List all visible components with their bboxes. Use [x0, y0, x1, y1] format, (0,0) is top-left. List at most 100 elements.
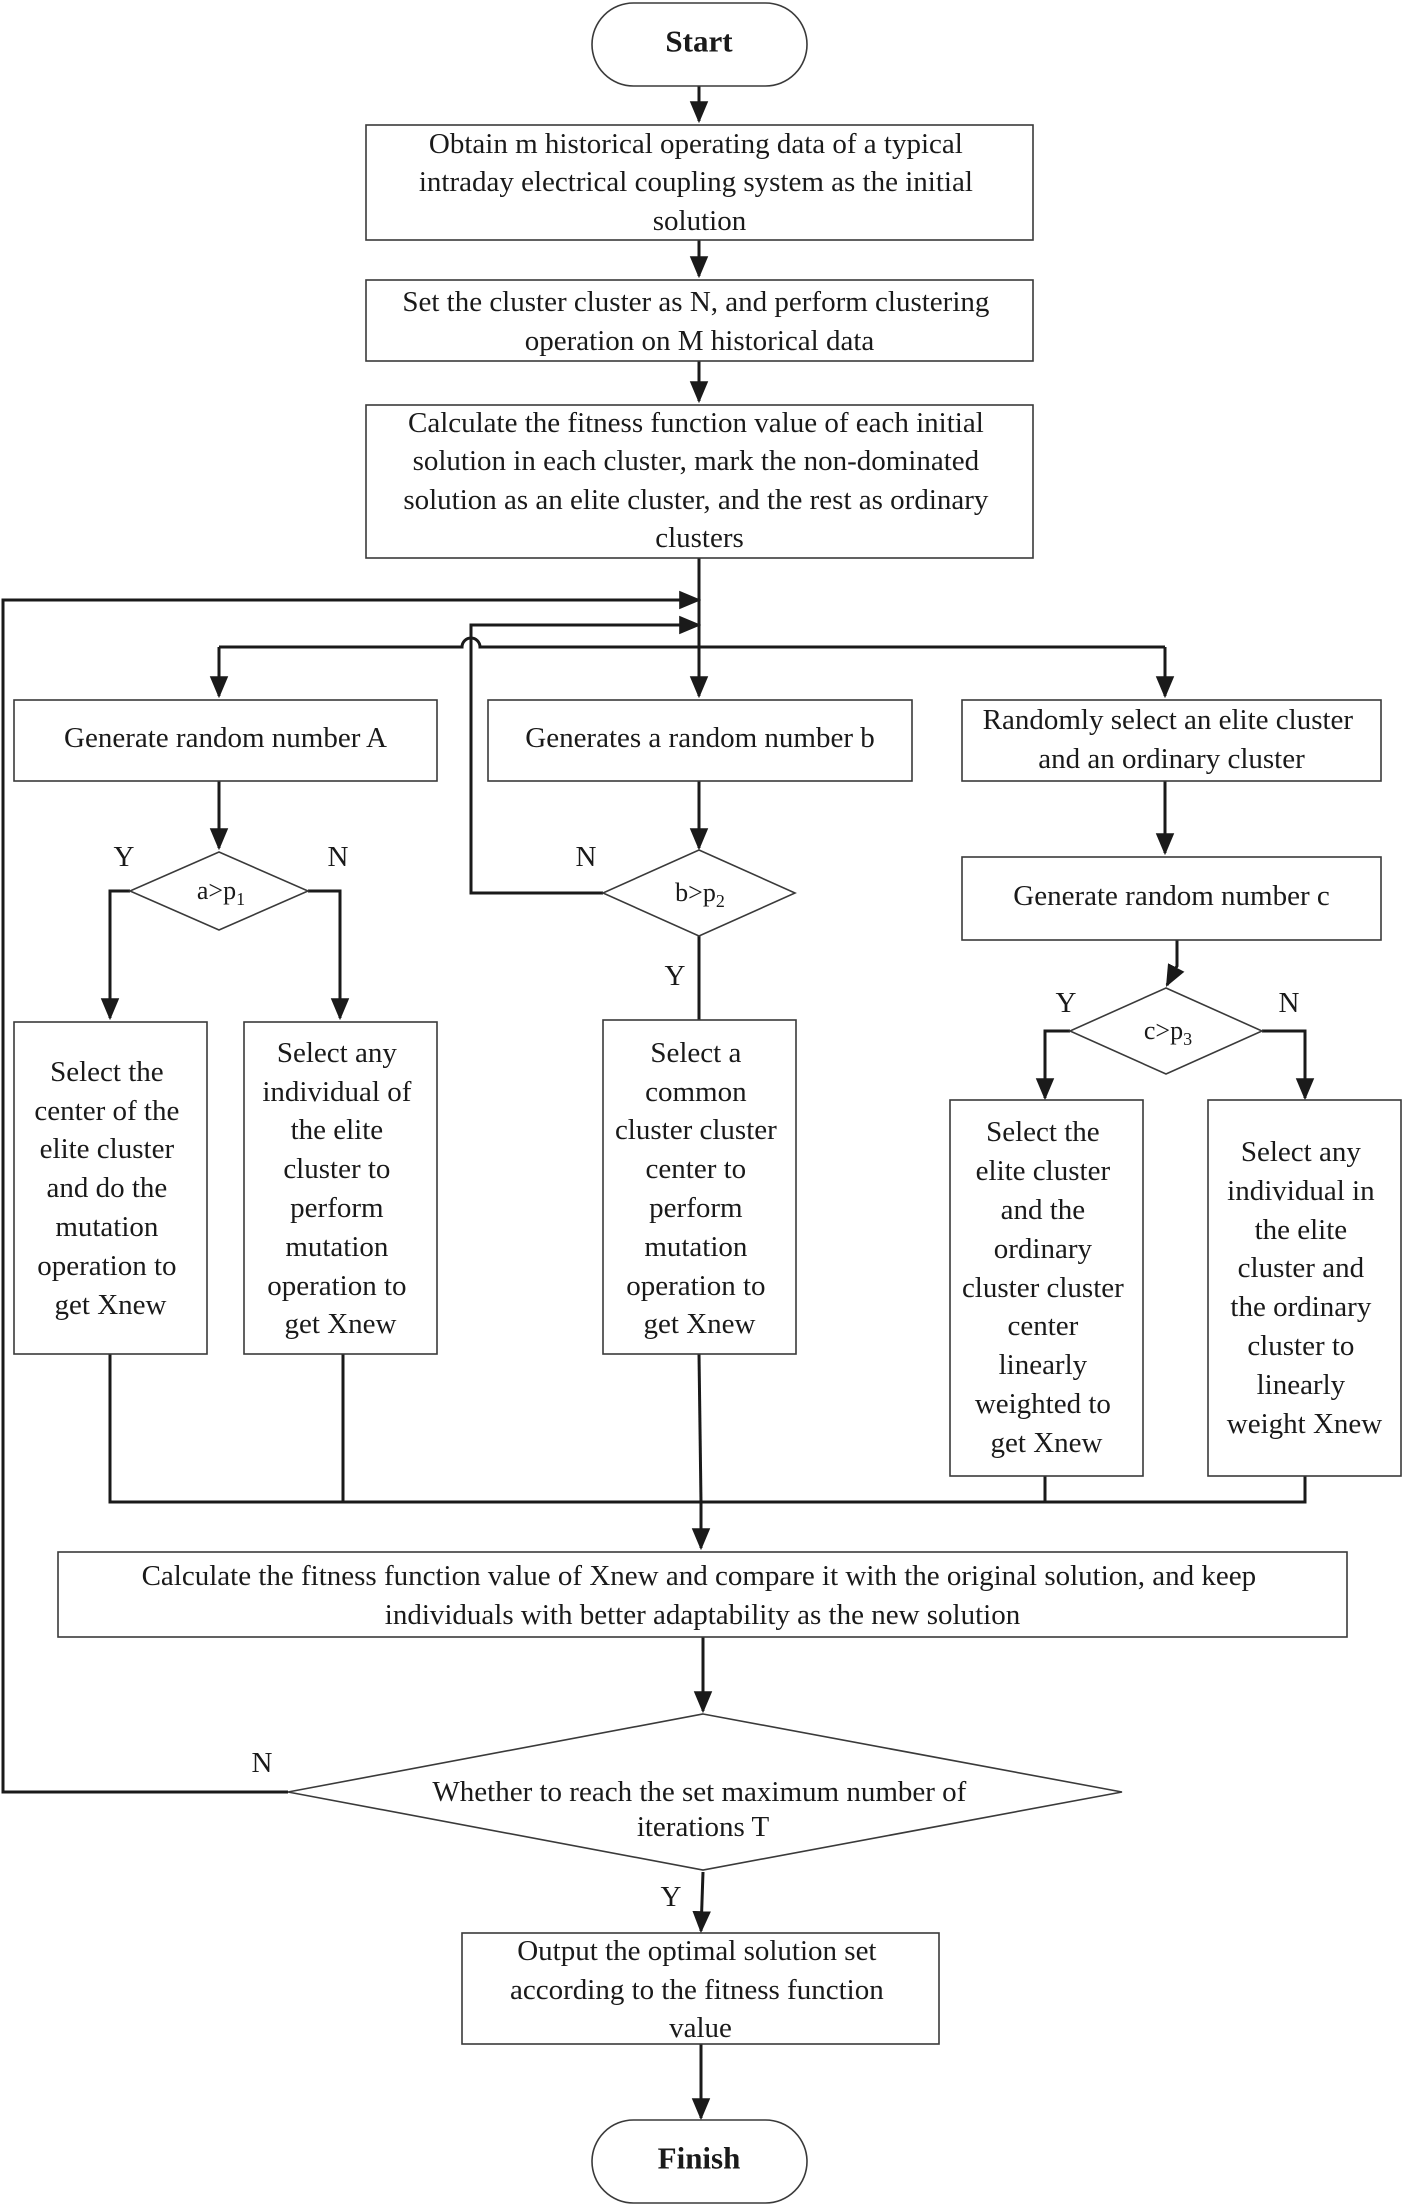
select-c-line: and an ordinary cluster [1038, 743, 1305, 775]
edge-termination-no-loop [1, 590, 702, 1794]
generate-a-text: Generate random number A [64, 722, 387, 754]
output-line: according to the fitness function [510, 1974, 884, 2006]
b-yes-line: perform [649, 1192, 743, 1224]
edge-merge-b-yes [697, 1353, 703, 1503]
decision-a-no-label: N [328, 841, 349, 873]
edge-decision-b-no-loop [469, 615, 702, 895]
c-yes-line: center [1007, 1310, 1078, 1342]
c-no-line: cluster to [1247, 1330, 1354, 1362]
decision-c-subscript: 3 [1183, 1029, 1192, 1049]
a-yes-line: Select the [50, 1056, 164, 1088]
a-yes-line: mutation [55, 1211, 159, 1243]
decision-a-yes-label: Y [114, 841, 135, 873]
b-yes-line: center to [646, 1153, 747, 1185]
finish-terminal: Finish [591, 2119, 808, 2204]
select-c-text: Randomly select an elite cluster and an … [983, 704, 1361, 775]
edges [1, 86, 1315, 2121]
output-box: Output the optimal solution set accordin… [461, 1932, 940, 2045]
a-no-box: Select any individual of the elite clust… [243, 1021, 438, 1355]
c-no-line: linearly [1257, 1369, 1346, 1401]
termination-decision: Whether to reach the set maximum number … [287, 1713, 1123, 1871]
decision-c-label: c>p3 [1144, 1016, 1192, 1049]
c-no-line: the ordinary [1230, 1291, 1371, 1323]
cluster-line: operation on M historical data [525, 325, 875, 357]
c-yes-line: weighted to [975, 1388, 1111, 1420]
decision-a-label: a>p1 [197, 876, 245, 909]
decision-c-main: c>p [1144, 1016, 1183, 1045]
c-no-line: cluster and [1238, 1252, 1365, 1284]
init-line: Obtain m historical operating data of a … [429, 128, 963, 160]
a-no-line: operation to [267, 1270, 406, 1302]
fitness-init-box: Calculate the fitness function value of … [365, 404, 1034, 559]
decision-c-no-label: N [1279, 987, 1300, 1019]
output-text: Output the optimal solution set accordin… [510, 1935, 891, 2044]
c-yes-line: Select the [986, 1116, 1100, 1148]
a-no-line: mutation [285, 1231, 389, 1263]
decision-b-label: b>p2 [675, 878, 725, 911]
b-yes-line: operation to [626, 1270, 765, 1302]
fitness-init-line: Calculate the fitness function value of … [408, 407, 984, 439]
generate-a-box: Generate random number A [13, 699, 438, 782]
edge-merge-bus [108, 1354, 1307, 1504]
init-box: Obtain m historical operating data of a … [365, 124, 1034, 241]
c-yes-line: get Xnew [991, 1427, 1103, 1459]
decision-a-subscript: 1 [236, 889, 245, 909]
c-no-line: individual in [1227, 1175, 1375, 1207]
a-no-line: individual of [262, 1076, 411, 1108]
select-c-box: Randomly select an elite cluster and an … [961, 699, 1382, 782]
c-no-box: Select any individual in the elite clust… [1207, 1099, 1402, 1477]
c-no-line: Select any [1241, 1136, 1361, 1168]
termination-line: iterations T [637, 1811, 770, 1843]
decision-a-main: a>p [197, 876, 236, 905]
a-no-line: the elite [291, 1114, 384, 1146]
edge-branch-split [219, 636, 1165, 649]
a-yes-box: Select the center of the elite cluster a… [13, 1021, 208, 1355]
edge-decision-a-yes [100, 889, 130, 1021]
compare-line: individuals with better adaptability as … [385, 1599, 1021, 1631]
c-yes-line: elite cluster [976, 1155, 1111, 1187]
a-yes-line: and do the [46, 1172, 167, 1204]
b-yes-line: mutation [644, 1231, 748, 1263]
edge-decision-c-no [1262, 1029, 1315, 1101]
compare-box: Calculate the fitness function value of … [57, 1551, 1348, 1638]
decision-b-no-label: N [576, 841, 597, 873]
c-no-line: the elite [1255, 1214, 1348, 1246]
b-yes-line: get Xnew [644, 1308, 756, 1340]
a-no-line: Select any [277, 1037, 397, 1069]
generate-b-text: Generates a random number b [525, 722, 874, 754]
init-line: intraday electrical coupling system as t… [419, 166, 973, 198]
decision-a: a>p1 [128, 851, 310, 931]
fitness-init-line: solution as an elite cluster, and the re… [403, 484, 989, 516]
finish-label: Finish [658, 2141, 741, 2176]
termination-line: Whether to reach the set maximum number … [432, 1776, 966, 1808]
a-no-line: get Xnew [285, 1308, 397, 1340]
a-yes-line: get Xnew [55, 1289, 167, 1321]
edge-termination-yes [692, 1871, 711, 1934]
edge-decision-a-no [308, 889, 350, 1021]
c-yes-line: and the [1001, 1194, 1086, 1226]
fitness-init-line: clusters [655, 522, 744, 554]
termination-yes-label: Y [661, 1881, 682, 1913]
cluster-text: Set the cluster cluster as N, and perfor… [402, 286, 996, 357]
select-c-line: Randomly select an elite cluster [983, 704, 1354, 736]
c-no-line: weight Xnew [1227, 1408, 1382, 1440]
output-line: value [669, 2012, 732, 2044]
edge-c-to-decision-c [1165, 940, 1185, 987]
start-label: Start [665, 24, 733, 59]
cluster-box: Set the cluster cluster as N, and perfor… [365, 279, 1034, 362]
generate-b-box: Generates a random number b [487, 699, 913, 782]
fitness-init-text: Calculate the fitness function value of … [403, 407, 995, 554]
decision-c: c>p3 [1068, 987, 1264, 1075]
c-yes-line: cluster cluster [962, 1272, 1124, 1304]
decision-b-subscript: 2 [716, 891, 725, 911]
c-yes-line: linearly [999, 1349, 1088, 1381]
b-yes-line: cluster cluster [615, 1114, 777, 1146]
start-terminal: Start [591, 2, 808, 87]
decision-b-yes-label: Y [665, 960, 686, 992]
a-no-line: cluster to [283, 1153, 390, 1185]
init-line: solution [653, 205, 747, 237]
b-yes-line: common [645, 1076, 747, 1108]
a-no-text: Select any individual of the elite clust… [262, 1037, 418, 1340]
termination-no-label: N [252, 1747, 273, 1779]
compare-line: Calculate the fitness function value of … [142, 1560, 1257, 1592]
